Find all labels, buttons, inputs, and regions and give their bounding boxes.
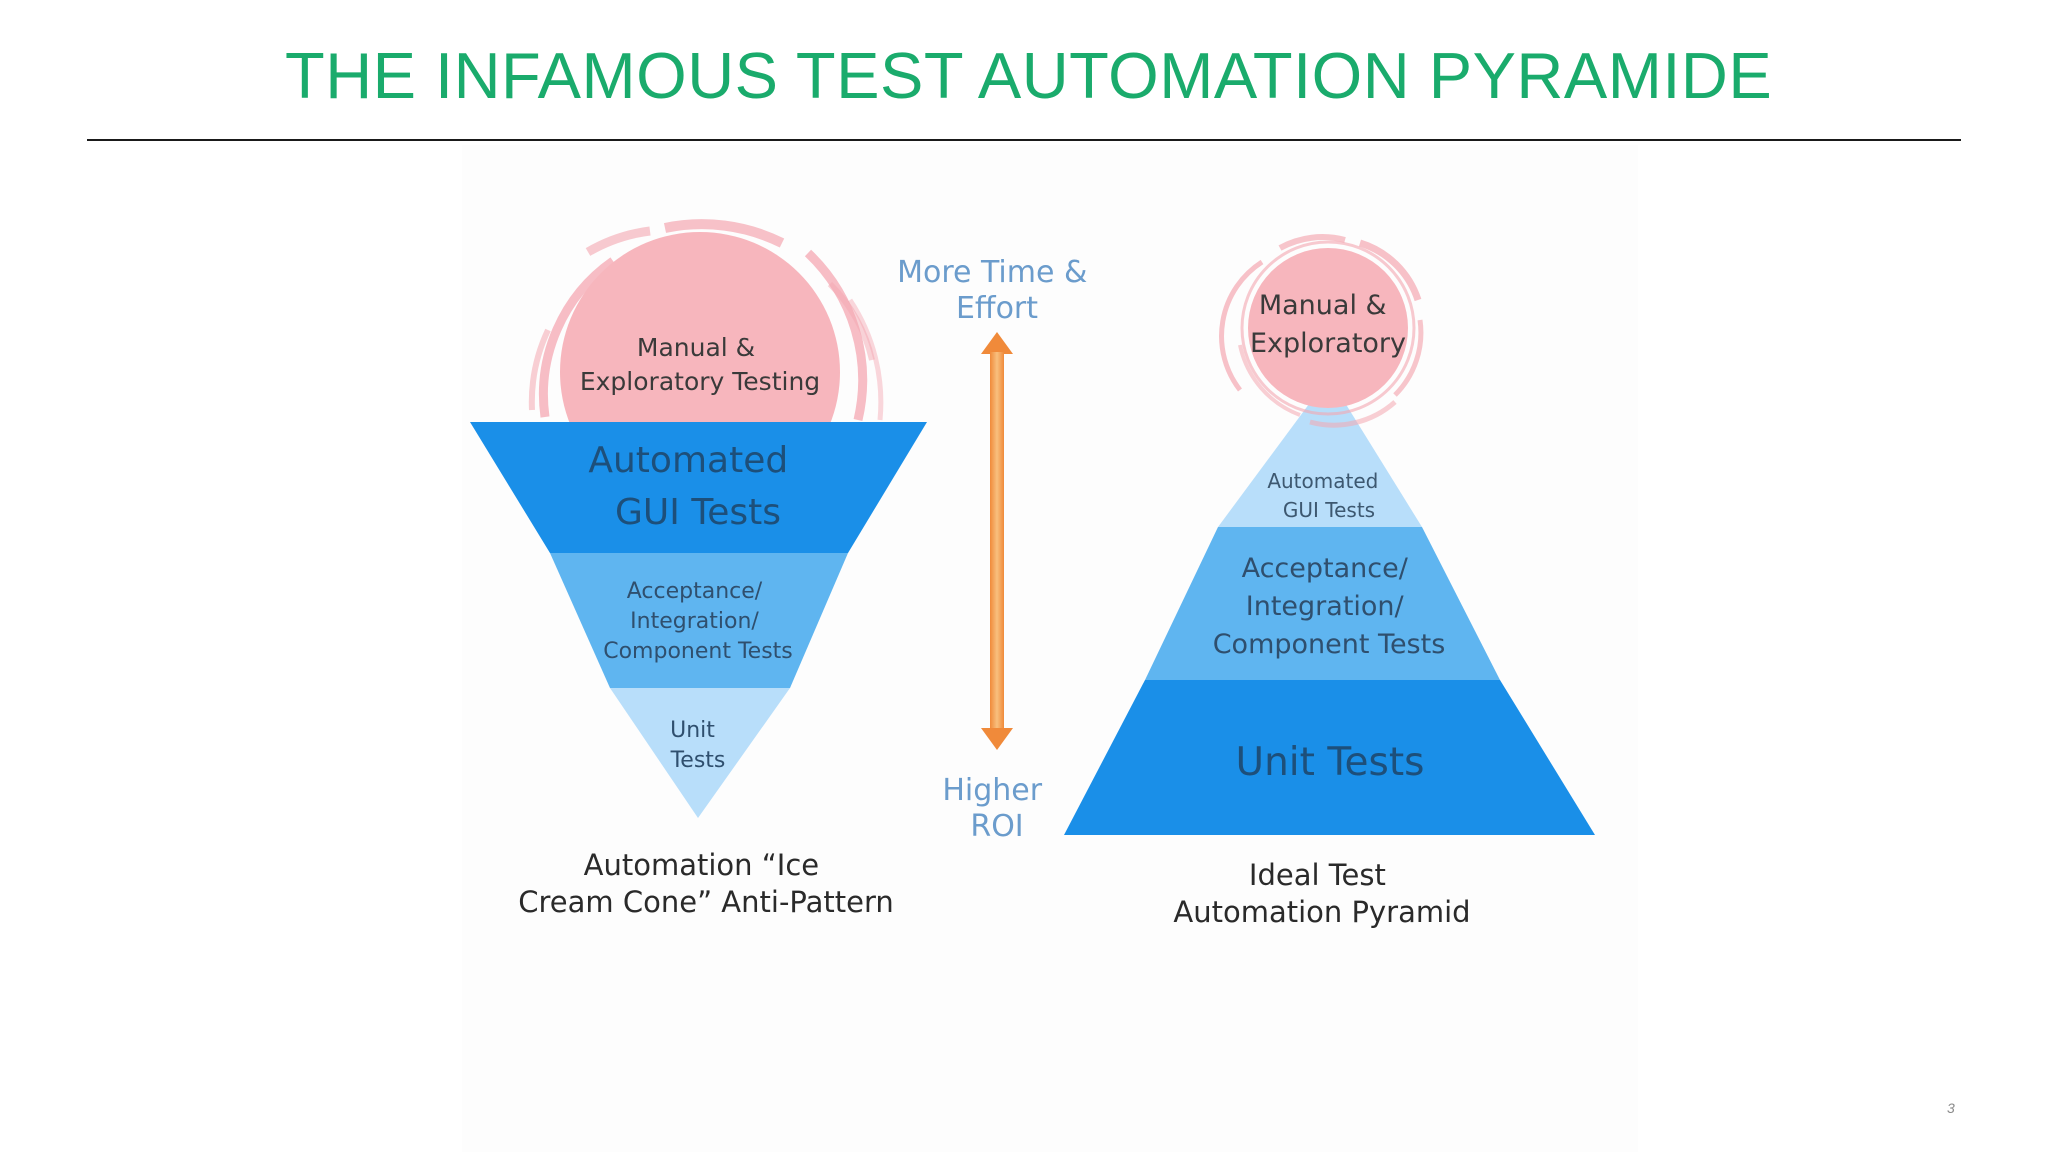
scoop-rings-icon — [528, 219, 884, 422]
arrow-bottom-label: Higher ROI — [942, 773, 1051, 844]
title-divider — [87, 139, 1961, 141]
slide-title: THE INFAMOUS TEST AUTOMATION PYRAMIDE — [285, 39, 1773, 112]
page-number: 3 — [1947, 1100, 1955, 1116]
pyramid-layer-unit — [1064, 680, 1595, 835]
arrow-top-label: More Time & Effort — [897, 255, 1097, 326]
ideal-pyramid-diagram: Manual & Exploratory Automated GUI Tests… — [1064, 234, 1595, 929]
cone-top-label: Manual & Exploratory Testing — [580, 333, 820, 396]
cone-caption: Automation “Ice Cream Cone” Anti-Pattern — [518, 848, 894, 919]
cone-layer-acceptance — [550, 553, 848, 688]
time-roi-arrow: More Time & Effort Higher ROI — [897, 255, 1097, 844]
double-arrow-icon — [981, 332, 1013, 750]
top-circle-inner-ring — [1240, 240, 1416, 416]
cone-acceptance-label: Acceptance/ Integration/ Component Tests — [603, 579, 793, 664]
pyramid-layer-gui — [1218, 377, 1422, 527]
ice-cream-cone-diagram: Manual & Exploratory Testing Automated G… — [470, 219, 927, 919]
pyramid-layer-acceptance — [1145, 527, 1500, 680]
cone-unit-label: Unit Tests — [670, 718, 726, 773]
pyramid-gui-label: Automated GUI Tests — [1267, 469, 1384, 522]
pyramid-unit-label: Unit Tests — [1236, 740, 1425, 785]
cone-gui-label: Automated GUI Tests — [588, 440, 799, 533]
pyramid-top-label: Manual & Exploratory — [1250, 290, 1406, 359]
top-circle-rings-icon — [1219, 234, 1424, 428]
pyramid-caption: Ideal Test Automation Pyramid — [1173, 858, 1470, 929]
pyramid-acceptance-label: Acceptance/ Integration/ Component Tests — [1213, 553, 1446, 660]
manual-exploratory-circle — [1248, 248, 1408, 408]
cone-layer-gui — [470, 422, 927, 553]
cone-layer-unit — [610, 688, 790, 818]
